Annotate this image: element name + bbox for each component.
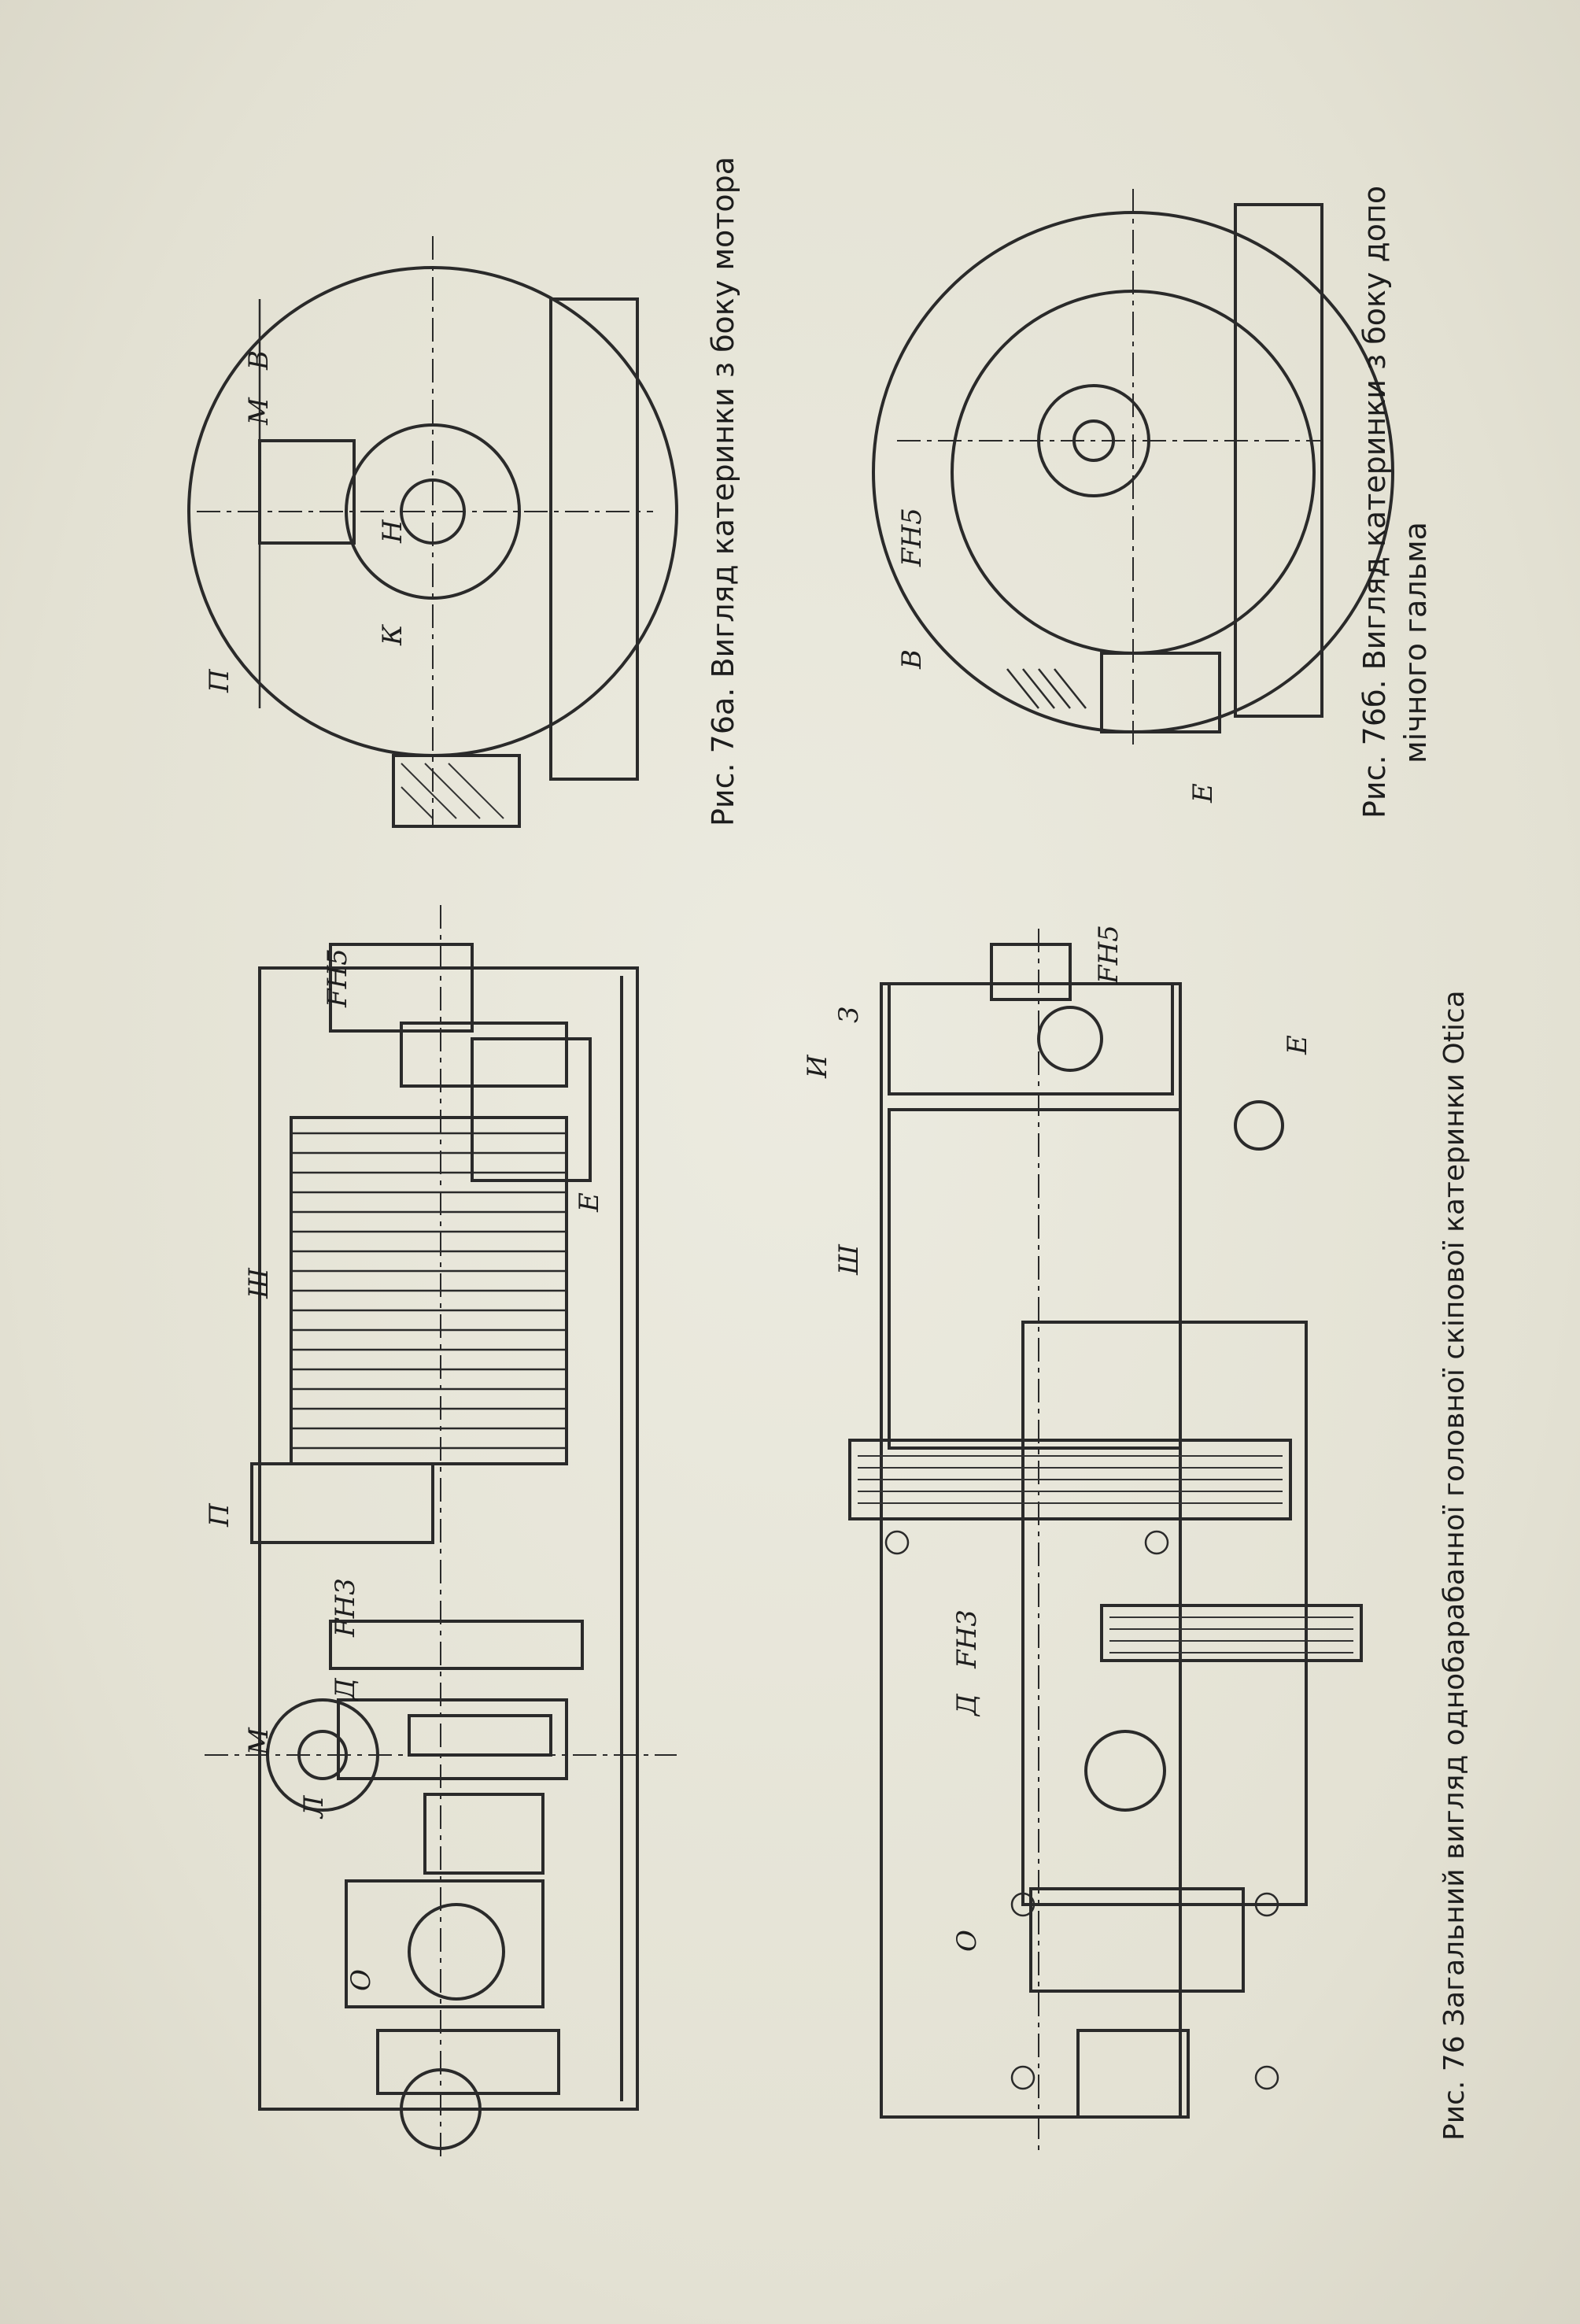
label-i: И xyxy=(802,1054,833,1079)
fig76-plan-view xyxy=(848,929,1363,2156)
caption-fig76b-group: Рис. 76б. Вигляд катеринки з боку допо м… xyxy=(1357,186,1433,818)
label-d-right-group: Д xyxy=(951,1693,983,1717)
label-z: З xyxy=(833,1007,865,1023)
label-p-76a: П xyxy=(204,668,235,693)
label-m: М xyxy=(243,1727,275,1756)
label-e-left-group: Е xyxy=(574,1192,605,1213)
pinion-teeth xyxy=(1109,1616,1353,1653)
label-o-left: О xyxy=(345,1969,377,1991)
label-k-group: К xyxy=(377,623,408,646)
label-k: К xyxy=(377,623,408,646)
label-m-76a: М xyxy=(243,397,275,426)
label-n-group: Н xyxy=(377,519,408,544)
fig76b-brake-side xyxy=(872,189,1394,748)
label-l-group: Л xyxy=(298,1794,330,1820)
label-l: Л xyxy=(298,1794,330,1820)
label-fh3-right: FH3 xyxy=(951,1609,983,1669)
label-v-76a-group: В xyxy=(243,350,275,371)
label-fh3-right-group: FH3 xyxy=(951,1609,983,1669)
label-m-76a-group: М xyxy=(243,397,275,426)
label-fh5-right: FH5 xyxy=(1093,925,1124,985)
label-fh5-right-group: FH5 xyxy=(1093,925,1124,985)
fig76a-motor-side xyxy=(187,236,678,828)
label-d-left-group: Д xyxy=(330,1677,361,1701)
label-e-left: Е xyxy=(574,1192,605,1213)
caption-fig76b-line2: мічного гальма xyxy=(1398,522,1433,763)
label-v-76b: В xyxy=(896,649,928,670)
caption-fig76-group: Рис. 76 Загальний вигляд однобарабанної … xyxy=(1438,990,1471,2141)
label-o-right-group: О xyxy=(951,1930,983,1952)
label-fh5-76b-group: FH5 xyxy=(896,508,928,567)
label-w-left: Ш xyxy=(243,1267,275,1299)
label-fh5-76b: FH5 xyxy=(896,508,928,567)
base-hatch xyxy=(401,763,504,819)
caption-fig76a: Рис. 76а. Вигляд катеринки з боку мотора xyxy=(706,157,740,826)
label-p-76a-group: П xyxy=(204,668,235,693)
label-e-76b: Е xyxy=(1187,783,1219,804)
label-p-left: П xyxy=(204,1502,235,1528)
label-fh5-left-group: FH5 xyxy=(322,948,353,1008)
label-fh3-left: FH3 xyxy=(330,1578,361,1638)
label-o-right: О xyxy=(951,1930,983,1952)
label-d-left: Д xyxy=(330,1677,361,1701)
caption-fig76a-group: Рис. 76а. Вигляд катеринки з боку мотора xyxy=(706,157,740,826)
caption-fig76: Рис. 76 Загальний вигляд однобарабанної … xyxy=(1438,990,1471,2141)
label-e-76b-group: Е xyxy=(1187,783,1219,804)
spring xyxy=(1006,668,1087,709)
label-d-right: Д xyxy=(951,1693,983,1717)
label-i-group: И xyxy=(802,1054,833,1079)
label-p-left-group: П xyxy=(204,1502,235,1528)
label-v-76a: В xyxy=(243,350,275,371)
label-m-group: М xyxy=(243,1727,275,1756)
caption-fig76b-line1: Рис. 76б. Вигляд катеринки з боку допо xyxy=(1357,186,1392,818)
label-w-right-group: Ш xyxy=(833,1243,865,1276)
label-z-group: З xyxy=(833,1007,865,1023)
label-fh5-left: FH5 xyxy=(322,948,353,1008)
label-e-right-group: Е xyxy=(1282,1035,1313,1055)
label-v-76b-group: В xyxy=(896,649,928,670)
gear-teeth xyxy=(858,1455,1283,1504)
fig76-side-view xyxy=(205,905,677,2156)
label-o-left-group: О xyxy=(345,1969,377,1991)
label-fh3-left-group: FH3 xyxy=(330,1578,361,1638)
label-e-right: Е xyxy=(1282,1035,1313,1055)
label-n: Н xyxy=(377,519,408,544)
label-w-right: Ш xyxy=(833,1243,865,1276)
label-w-left-group: Ш xyxy=(243,1267,275,1299)
drum-grooves xyxy=(291,1132,567,1450)
